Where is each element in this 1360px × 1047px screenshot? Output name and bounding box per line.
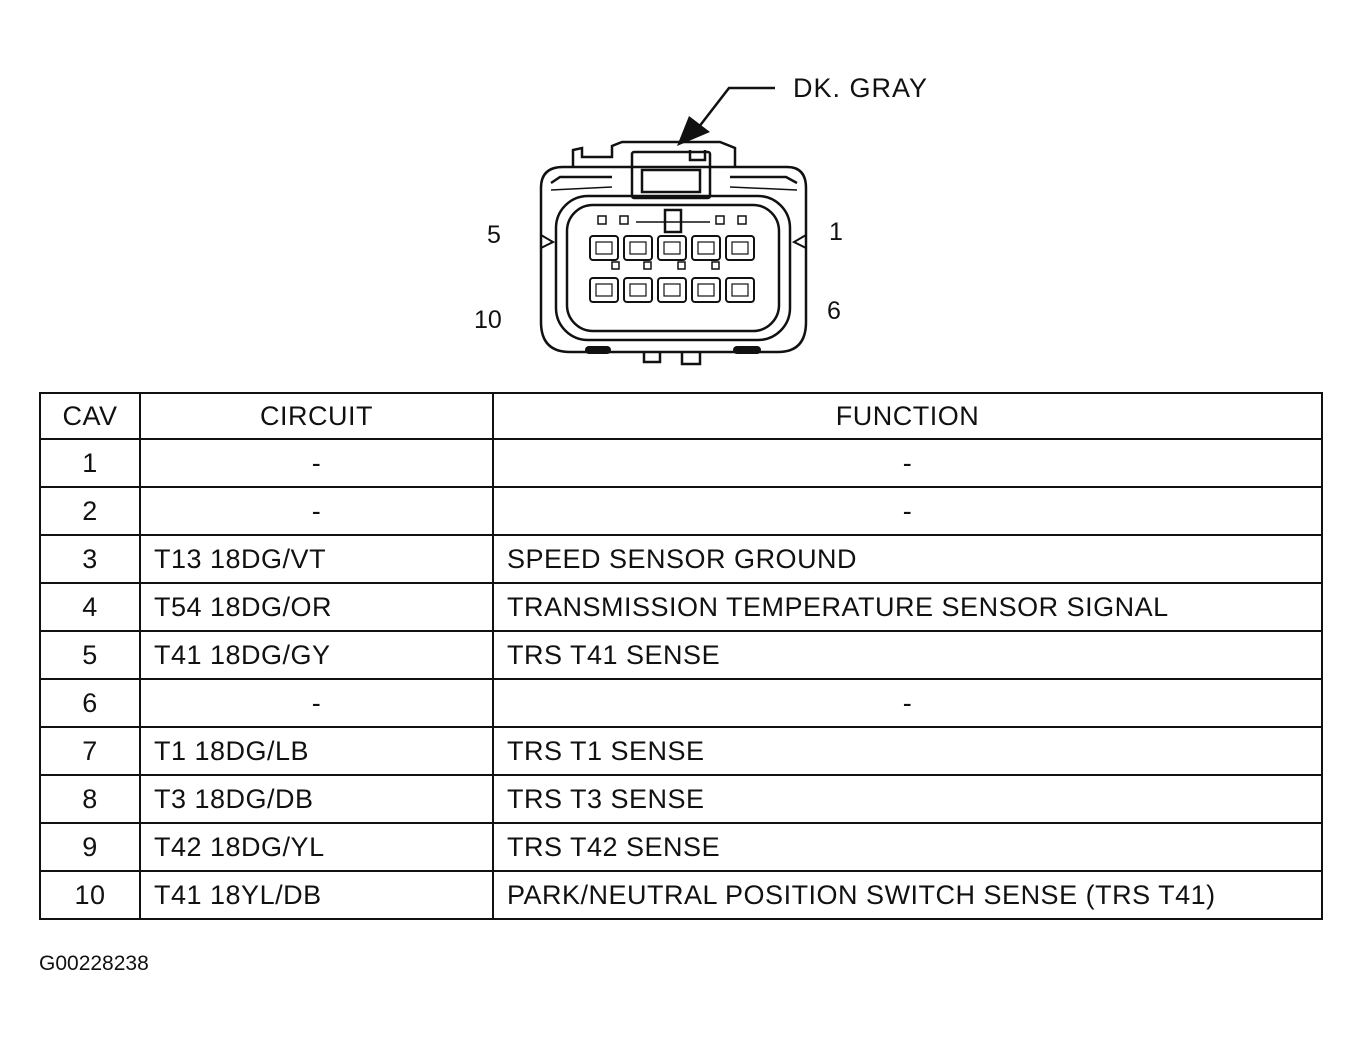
circuit-cell: -: [139, 486, 494, 536]
cavity-7: [691, 277, 721, 303]
pinout-table: CAV CIRCUIT FUNCTION 1 - - 2 - - 3 T13 1…: [39, 392, 1323, 920]
connector-color-label: DK. GRAY: [793, 73, 928, 103]
cav-cell: 5: [39, 630, 141, 680]
table-row: 5 T41 18DG/GY TRS T41 SENSE: [39, 630, 1323, 680]
cavity-2: [691, 235, 721, 261]
table-row: 4 T54 18DG/OR TRANSMISSION TEMPERATURE S…: [39, 582, 1323, 632]
connector-body: [539, 140, 808, 366]
circuit-cell: T1 18DG/LB: [139, 726, 494, 776]
header-cav: CAV: [39, 392, 141, 440]
header-function: FUNCTION: [492, 392, 1323, 440]
function-cell: -: [492, 438, 1323, 488]
cavity-label-top-right: 1: [829, 218, 843, 246]
circuit-cell: T42 18DG/YL: [139, 822, 494, 872]
table-row: 6 - -: [39, 678, 1323, 728]
cav-cell: 1: [39, 438, 141, 488]
table-row: 9 T42 18DG/YL TRS T42 SENSE: [39, 822, 1323, 872]
cavity-3: [657, 235, 687, 261]
table-row: 2 - -: [39, 486, 1323, 536]
table-row: 1 - -: [39, 438, 1323, 488]
cav-cell: 9: [39, 822, 141, 872]
function-cell: TRS T42 SENSE: [492, 822, 1323, 872]
connector-foot-left: [585, 346, 611, 354]
function-cell: -: [492, 486, 1323, 536]
cav-cell: 2: [39, 486, 141, 536]
table-row: 8 T3 18DG/DB TRS T3 SENSE: [39, 774, 1323, 824]
table-header-row: CAV CIRCUIT FUNCTION: [39, 392, 1323, 440]
circuit-cell: T41 18DG/GY: [139, 630, 494, 680]
table-row: 10 T41 18YL/DB PARK/NEUTRAL POSITION SWI…: [39, 870, 1323, 920]
circuit-cell: T3 18DG/DB: [139, 774, 494, 824]
cav-cell: 10: [39, 870, 141, 920]
cavity-5: [589, 235, 619, 261]
cavity-label-bottom-right: 6: [827, 297, 841, 325]
function-cell: -: [492, 678, 1323, 728]
function-cell: TRS T41 SENSE: [492, 630, 1323, 680]
circuit-cell: -: [139, 438, 494, 488]
function-cell: TRANSMISSION TEMPERATURE SENSOR SIGNAL: [492, 582, 1323, 632]
cav-cell: 3: [39, 534, 141, 584]
cavity-1: [725, 235, 755, 261]
cav-cell: 6: [39, 678, 141, 728]
connector-diagram: DK. GRAY: [474, 73, 928, 366]
connector-foot-right: [733, 346, 761, 354]
function-cell: PARK/NEUTRAL POSITION SWITCH SENSE (TRS …: [492, 870, 1323, 920]
cavity-9: [623, 277, 653, 303]
cav-cell: 4: [39, 582, 141, 632]
leader-arrow: [677, 86, 775, 146]
cavity-4: [623, 235, 653, 261]
cavity-label-top-left: 5: [487, 221, 501, 249]
function-cell: TRS T3 SENSE: [492, 774, 1323, 824]
function-cell: TRS T1 SENSE: [492, 726, 1323, 776]
cavity-row-bottom: [589, 277, 755, 303]
header-circuit: CIRCUIT: [139, 392, 494, 440]
cavity-6: [725, 277, 755, 303]
circuit-cell: T54 18DG/OR: [139, 582, 494, 632]
cav-cell: 7: [39, 726, 141, 776]
figure-code: G00228238: [39, 952, 149, 975]
function-cell: SPEED SENSOR GROUND: [492, 534, 1323, 584]
table-row: 3 T13 18DG/VT SPEED SENSOR GROUND: [39, 534, 1323, 584]
cavity-8: [657, 277, 687, 303]
cavity-10: [589, 277, 619, 303]
cavity-row-top: [589, 235, 755, 261]
cavity-label-bottom-left: 10: [474, 306, 502, 334]
table-row: 7 T1 18DG/LB TRS T1 SENSE: [39, 726, 1323, 776]
circuit-cell: -: [139, 678, 494, 728]
circuit-cell: T41 18YL/DB: [139, 870, 494, 920]
cav-cell: 8: [39, 774, 141, 824]
circuit-cell: T13 18DG/VT: [139, 534, 494, 584]
